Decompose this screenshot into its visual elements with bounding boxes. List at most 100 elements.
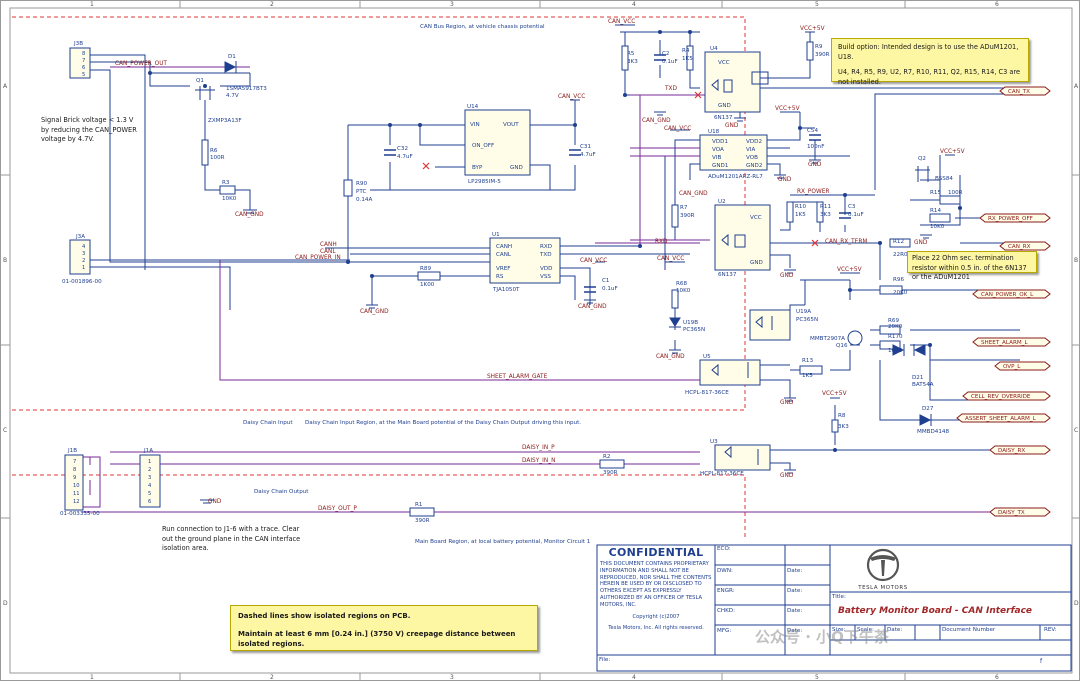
net-canl: CANL [320, 249, 336, 255]
build-option-note: Build option: Intended design is to use … [831, 38, 1029, 86]
border-row-label: B [1074, 257, 1078, 264]
j1b-body [64, 454, 84, 511]
title-label: Title: [832, 594, 846, 600]
port-sheet-alarm: SHEET_ALARM_L [972, 337, 1051, 347]
q16-ref: Q16 [836, 343, 848, 349]
termination-note: Place 22 Ohm sec. termination resistor w… [907, 251, 1037, 281]
tesla-logo-text: TESLA MOTORS [858, 585, 908, 591]
confidential-block: CONFIDENTIAL THIS DOCUMENT CONTAINS PROP… [600, 546, 712, 631]
u14-pin-gnd: GND [510, 165, 523, 171]
port-can-power-ok: CAN_POWER_OK_L [972, 289, 1051, 299]
r170-body [879, 340, 901, 350]
net-gnd-daisy: GND [208, 499, 222, 505]
j3a-ref: J3A [75, 234, 85, 240]
r90-value: 0.14A [356, 197, 372, 203]
tesla-logo: TESLA MOTORS [858, 548, 908, 591]
border-row-label: C [3, 427, 7, 434]
c2-symbol [654, 54, 666, 61]
net-can-gnd-4: CAN_GND [642, 118, 671, 124]
r15-ref: R15 [930, 190, 941, 196]
border-col-label: 5 [815, 674, 819, 681]
u4-internal [711, 78, 733, 93]
pin-number: 3 [82, 251, 85, 257]
border-row-label: C [1074, 427, 1078, 434]
u4-gate [751, 71, 769, 85]
border-col-label: 5 [815, 1, 819, 8]
transistors [195, 86, 930, 346]
r1-ref: R1 [415, 502, 423, 508]
pin-number: 12 [73, 499, 80, 505]
sheet-letter: f [1040, 658, 1043, 665]
u3-ref: U3 [710, 439, 718, 445]
border-col-label: 1 [90, 674, 94, 681]
port-label: CAN_POWER_OK_L [981, 292, 1034, 298]
u1-pin-rxd: RXD [540, 244, 552, 250]
u2-pn: 6N137 [718, 272, 737, 278]
r68-value: 10K0 [676, 288, 691, 294]
net-can-gnd-3: CAN_GND [578, 304, 607, 310]
net-vcc5v-2: VCC+5V [775, 106, 800, 112]
net-can-vcc-3: CAN_VCC [608, 19, 635, 25]
scale-label: Scale: [857, 627, 874, 633]
u18-pin-vib: VIB [712, 155, 721, 161]
port-daisy-tx: DAISY_TX [989, 507, 1051, 517]
u4-ref: U4 [710, 46, 718, 52]
r9-ref: R9 [815, 44, 823, 50]
r1-value: 390R [415, 518, 430, 524]
j3b-body [69, 47, 91, 79]
r7-ref: R7 [680, 205, 688, 211]
d1-symbol [224, 61, 237, 73]
u14-pin-on: ON_OFF [472, 143, 494, 149]
net-daisy-out-p: DAISY_OUT_P [318, 506, 357, 512]
port-label: CELL_REV_OVERRIDE [971, 394, 1031, 400]
capacitors [384, 54, 851, 293]
d21b-symbol [913, 344, 926, 356]
u18-body [699, 134, 768, 171]
net-can-gnd-6: CAN_GND [656, 354, 685, 360]
net-gnd-u18: GND [778, 177, 792, 183]
q1-ref: Q1 [196, 78, 204, 84]
q16-pn: MMBT2907A [810, 336, 845, 342]
pin-number: 3 [148, 475, 151, 481]
u1-pin-vref: VREF [496, 266, 510, 272]
pin-number: 4 [82, 244, 86, 250]
net-txd: TXD [664, 86, 678, 92]
u3-body [714, 444, 771, 471]
u5-body [699, 359, 761, 386]
net-can-power-in: CAN_POWER_IN [295, 255, 341, 261]
net-rx-power: RX_POWER [797, 189, 829, 195]
port-label: SHEET_ALARM_L [981, 340, 1028, 346]
document-title: Battery Monitor Board - CAN Interface [838, 606, 1033, 616]
c3-value: 0.1uF [848, 212, 864, 218]
component-labels: J3B J3A 01-001896-00 J1B J1A 01-003335-0… [60, 41, 963, 524]
net-vcc5v-5: VCC+5V [822, 391, 847, 397]
net-canh: CANH [320, 242, 337, 248]
r13-value: 1K5 [802, 373, 813, 379]
u5-pn: HCPL-817-36CE [685, 390, 729, 396]
border-col-label: 1 [90, 1, 94, 8]
u18-pin-gnd1: GND1 [712, 163, 729, 169]
r8-value: 3K3 [838, 424, 849, 430]
u18-pin-vob: VOB [746, 155, 758, 161]
r170-ref: R170 [888, 334, 903, 340]
opto-internals [711, 71, 773, 465]
disclaimer-text: THIS DOCUMENT CONTAINS PROPRIETARY INFOR… [600, 561, 712, 608]
daisy-input-caption: Daisy Chain Input [243, 420, 293, 426]
r9-body [806, 41, 814, 61]
ground-symbols [200, 111, 932, 504]
d21-pn: BAT54A [912, 382, 934, 388]
u19b-ref: U19B [683, 320, 698, 326]
u18-ref: U18 [708, 129, 720, 135]
port-label: ASSERT_SHEET_ALARM_L [965, 416, 1037, 422]
border-col-label: 2 [270, 1, 274, 8]
u14-pin-vout: VOUT [503, 122, 519, 128]
c32-ref: C32 [397, 146, 408, 152]
u2-pin-vcc: VCC [750, 215, 762, 221]
sheet-alarm-gate-wire [219, 260, 700, 381]
r69-value: 20K0 [888, 324, 903, 330]
r15-body [939, 195, 961, 205]
net-vcc5v-3: VCC+5V [940, 149, 965, 155]
